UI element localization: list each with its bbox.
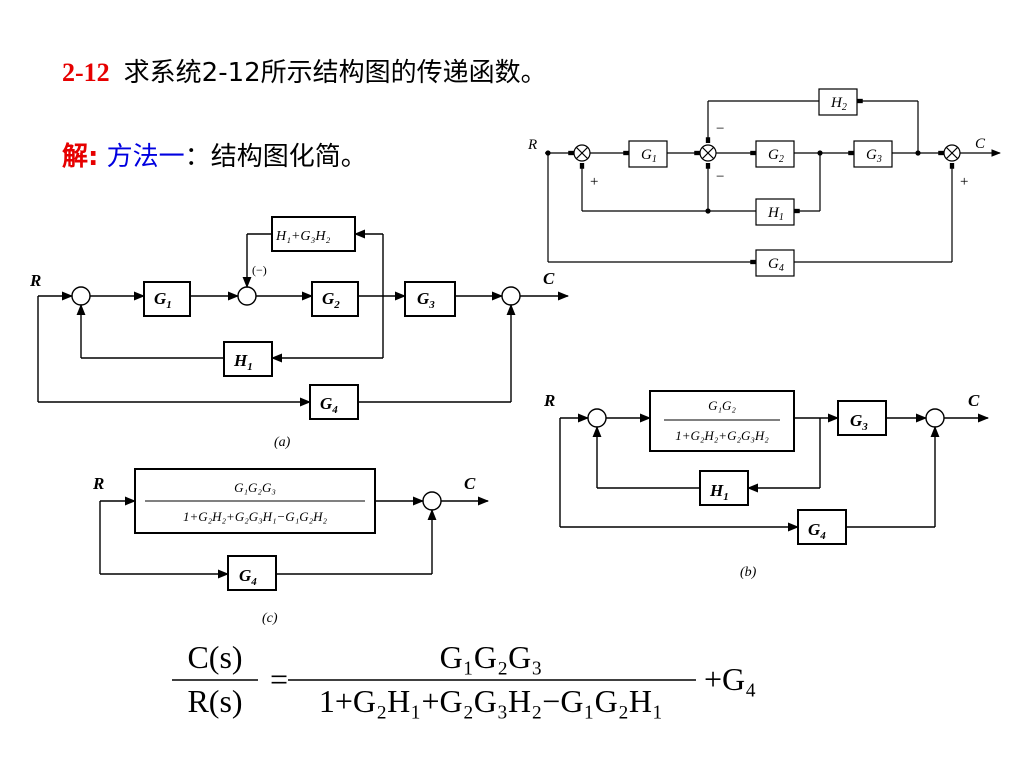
svg-text:G1: G1 xyxy=(641,147,657,165)
svg-text:−: − xyxy=(716,121,724,137)
svg-text:H1: H1 xyxy=(233,351,253,373)
svg-text:C: C xyxy=(975,136,986,152)
svg-text:G4: G4 xyxy=(808,520,826,542)
svg-text:R: R xyxy=(527,137,537,153)
a-block-g1 xyxy=(143,281,191,317)
rhs-tail: +G₄ xyxy=(704,661,756,697)
block-g2 xyxy=(755,140,795,168)
svg-text:(a): (a) xyxy=(274,435,291,450)
svg-text:C: C xyxy=(543,269,555,288)
solution-label: 解: xyxy=(62,142,99,172)
diagram-b xyxy=(559,390,990,545)
diagram-a xyxy=(37,216,570,420)
svg-text:(−): (−) xyxy=(252,263,267,277)
block-g1 xyxy=(628,140,668,168)
svg-text:G3: G3 xyxy=(417,289,435,311)
svg-text:H₁+G₃H₂: H₁+G₃H₂ xyxy=(275,229,331,244)
svg-text:1+G₂H₂+G₂G₃H₁−G₁G₂H₂: 1+G₂H₂+G₂G₃H₁−G₁G₂H₂ xyxy=(183,509,328,524)
svg-text:G4: G4 xyxy=(768,256,784,274)
original-diagram xyxy=(545,88,1001,277)
rhs-denominator: 1+G₂H₁+G₂G₃H₂−G₁G₂H₁ xyxy=(319,683,663,719)
rhs-numerator: G₁G₂G₃ xyxy=(440,639,543,675)
svg-text:G3: G3 xyxy=(850,411,868,433)
svg-text:C: C xyxy=(464,474,476,493)
block-h2 xyxy=(818,88,858,116)
svg-text:1+G₂H₂+G₂G₃H₂: 1+G₂H₂+G₂G₃H₂ xyxy=(675,428,769,443)
a-block-h1 xyxy=(223,341,273,377)
solution-method: 方法一 xyxy=(106,142,185,172)
svg-text:+: + xyxy=(960,174,968,190)
svg-text:R: R xyxy=(543,391,555,410)
svg-text:H2: H2 xyxy=(830,95,847,113)
c-block-g4 xyxy=(227,555,277,591)
svg-text:(c): (c) xyxy=(262,611,278,626)
solution-heading: 解: 方法一：结构图化简。 xyxy=(62,136,367,173)
a-block-g2 xyxy=(311,281,359,317)
lhs-denominator: R(s) xyxy=(187,683,242,719)
problem-statement: 求系统2-12所示结构图的传递函数。 xyxy=(123,58,547,88)
svg-text:H1: H1 xyxy=(709,481,729,503)
lhs-numerator: C(s) xyxy=(187,639,242,675)
problem-title: 2-12 求系统2-12所示结构图的传递函数。 xyxy=(62,52,547,89)
block-h1 xyxy=(755,198,795,226)
result-equation: C(s) R(s) = G₁G₂G₃ 1+G₂H₁+G₂G₃H₂−G₁G₂H₁ … xyxy=(172,639,756,719)
diagram-b-labels: R C G₁G₂ 1+G₂H₂+G₂G₃H₂ G3 H1 G4 (b) xyxy=(543,391,980,580)
equals-sign: = xyxy=(270,661,288,697)
svg-text:G4: G4 xyxy=(320,394,338,416)
svg-text:−: − xyxy=(716,169,724,185)
block-g4 xyxy=(755,249,795,277)
svg-text:G₁G₂: G₁G₂ xyxy=(708,398,736,413)
problem-number: 2-12 xyxy=(62,58,110,87)
svg-text:C: C xyxy=(968,391,980,410)
svg-text:R: R xyxy=(29,271,41,290)
svg-text:+: + xyxy=(590,174,598,190)
solution-step: ：结构图化简。 xyxy=(184,142,367,172)
diagram-c xyxy=(99,468,490,591)
b-block-forward xyxy=(649,390,795,452)
a-block-g3 xyxy=(404,281,456,317)
original-labels: R C G1 G2 G3 H2 H1 G4 − − + + xyxy=(527,95,986,274)
block-g3 xyxy=(853,140,893,168)
svg-text:G2: G2 xyxy=(768,147,784,165)
svg-text:(b): (b) xyxy=(740,565,757,580)
diagram-a-labels: R C G1 G2 G3 H1 G4 H₁+G₃H₂ (−) (a) xyxy=(29,229,555,450)
svg-text:G₁G₂G₃: G₁G₂G₃ xyxy=(234,480,276,495)
svg-text:G2: G2 xyxy=(322,289,340,311)
svg-text:G4: G4 xyxy=(239,566,257,588)
svg-text:H1: H1 xyxy=(767,205,784,223)
svg-text:G3: G3 xyxy=(866,147,882,165)
svg-text:G1: G1 xyxy=(154,289,172,311)
diagram-c-labels: R C G₁G₂G₃ 1+G₂H₂+G₂G₃H₁−G₁G₂H₂ G4 (c) xyxy=(92,474,476,626)
svg-text:R: R xyxy=(92,474,104,493)
